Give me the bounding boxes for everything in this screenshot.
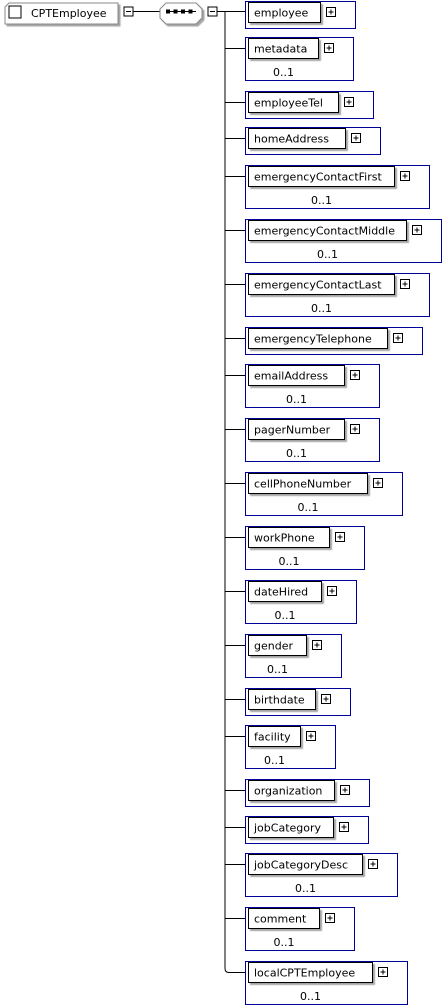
expand-icon[interactable] (326, 7, 336, 17)
sequence-compositor[interactable] (159, 2, 218, 25)
element-label: metadata (254, 43, 307, 56)
occurrence-label: 0..1 (311, 194, 332, 207)
element-label: gender (254, 640, 293, 653)
expand-icon[interactable] (350, 424, 360, 434)
element-gender[interactable]: gender 0..1 (245, 634, 342, 678)
expand-icon[interactable] (321, 694, 331, 704)
expand-icon[interactable] (378, 967, 388, 977)
element-label: facility (254, 731, 291, 744)
occurrence-label: 0..1 (295, 882, 316, 895)
expand-icon[interactable] (351, 133, 361, 143)
element-label: emailAddress (254, 370, 328, 383)
expand-icon[interactable] (400, 171, 410, 181)
expand-icon[interactable] (368, 859, 378, 869)
expand-icon[interactable] (324, 43, 334, 53)
element-facility[interactable]: facility 0..1 (245, 725, 336, 769)
element-emergencyContactLast[interactable]: emergencyContactLast 0..1 (245, 273, 430, 317)
element-label: emergencyContactFirst (254, 171, 382, 184)
occurrence-label: 0..1 (300, 990, 321, 1003)
element-homeAddress[interactable]: homeAddress (245, 127, 381, 155)
element-label: employeeTel (254, 97, 323, 110)
element-label: dateHired (254, 586, 308, 599)
connector-lines (133, 11, 245, 973)
expand-icon[interactable] (340, 785, 350, 795)
element-dateHired[interactable]: dateHired 0..1 (245, 580, 357, 624)
expand-icon[interactable] (327, 586, 337, 596)
element-localCPTEmployee[interactable]: localCPTEmployee 0..1 (245, 961, 408, 1005)
occurrence-label: 0..1 (274, 936, 295, 949)
element-jobCategory[interactable]: jobCategory (245, 816, 369, 844)
element-pagerNumber[interactable]: pagerNumber 0..1 (245, 418, 380, 462)
element-label: birthdate (254, 694, 305, 707)
element-label: comment (254, 913, 307, 926)
element-organization[interactable]: organization (245, 779, 370, 807)
root-label: CPTEmployee (31, 7, 107, 20)
expand-icon[interactable] (335, 532, 345, 542)
root-collapse-icon[interactable] (123, 6, 134, 17)
occurrence-label: 0..1 (279, 555, 300, 568)
occurrence-label: 0..1 (286, 393, 307, 406)
occurrence-label: 0..1 (311, 302, 332, 315)
occurrence-label: 0..1 (273, 66, 294, 79)
expand-icon[interactable] (325, 913, 335, 923)
expand-icon[interactable] (393, 333, 403, 343)
element-emergencyContactFirst[interactable]: emergencyContactFirst 0..1 (245, 165, 430, 209)
element-label: pagerNumber (254, 424, 331, 437)
expand-icon[interactable] (350, 370, 360, 380)
expand-icon[interactable] (339, 822, 349, 832)
element-label: cellPhoneNumber (254, 478, 352, 491)
root-element[interactable]: CPTEmployee (4, 2, 134, 25)
element-emailAddress[interactable]: emailAddress 0..1 (245, 364, 380, 408)
element-label: emergencyContactLast (254, 279, 382, 292)
root-checkbox-icon (8, 5, 22, 19)
expand-icon[interactable] (400, 279, 410, 289)
element-employee[interactable]: employee (245, 1, 356, 29)
element-label: emergencyTelephone (254, 333, 372, 346)
element-label: employee (254, 7, 309, 20)
element-emergencyTelephone[interactable]: emergencyTelephone (245, 327, 423, 355)
element-label: homeAddress (254, 133, 329, 146)
element-label: organization (254, 785, 322, 798)
occurrence-label: 0..1 (267, 663, 288, 676)
element-label: jobCategory (253, 822, 322, 835)
occurrence-label: 0..1 (275, 609, 296, 622)
expand-icon[interactable] (306, 731, 316, 741)
sequence-icon (166, 9, 196, 14)
element-label: jobCategoryDesc (253, 859, 348, 872)
element-jobCategoryDesc[interactable]: jobCategoryDesc 0..1 (245, 853, 398, 897)
element-label: emergencyContactMiddle (254, 225, 395, 238)
expand-icon[interactable] (344, 97, 354, 107)
expand-icon[interactable] (412, 225, 422, 235)
element-label: localCPTEmployee (254, 967, 355, 980)
occurrence-label: 0..1 (264, 754, 285, 767)
element-employeeTel[interactable]: employeeTel (245, 91, 374, 119)
element-emergencyContactMiddle[interactable]: emergencyContactMiddle 0..1 (245, 219, 442, 263)
occurrence-label: 0..1 (298, 501, 319, 514)
child-elements: employee metadata 0..1 employeeTel homeAddre… (245, 1, 442, 1005)
element-workPhone[interactable]: workPhone 0..1 (245, 526, 365, 570)
element-cellPhoneNumber[interactable]: cellPhoneNumber 0..1 (245, 472, 403, 516)
element-birthdate[interactable]: birthdate (245, 688, 351, 716)
element-label: workPhone (254, 532, 315, 545)
occurrence-label: 0..1 (286, 447, 307, 460)
element-metadata[interactable]: metadata 0..1 (245, 37, 354, 81)
element-comment[interactable]: comment 0..1 (245, 907, 355, 951)
expand-icon[interactable] (312, 640, 322, 650)
expand-icon[interactable] (373, 478, 383, 488)
occurrence-label: 0..1 (317, 248, 338, 261)
compositor-collapse-icon[interactable] (207, 6, 218, 17)
